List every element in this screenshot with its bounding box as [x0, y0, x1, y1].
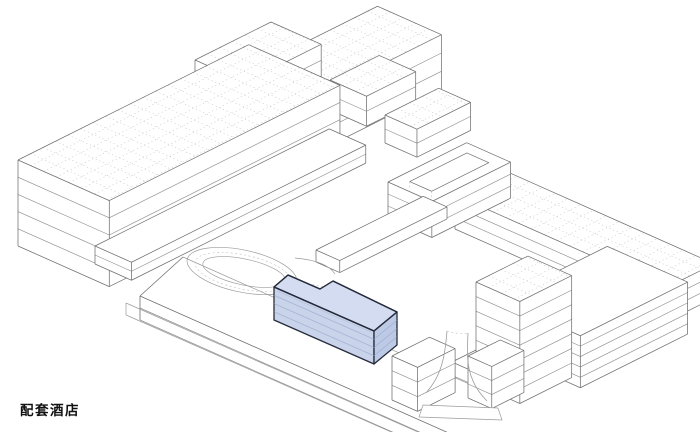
highlighted-building[interactable] [273, 274, 398, 365]
building-label: 配套酒店 [20, 403, 80, 419]
curved-road [391, 330, 525, 421]
